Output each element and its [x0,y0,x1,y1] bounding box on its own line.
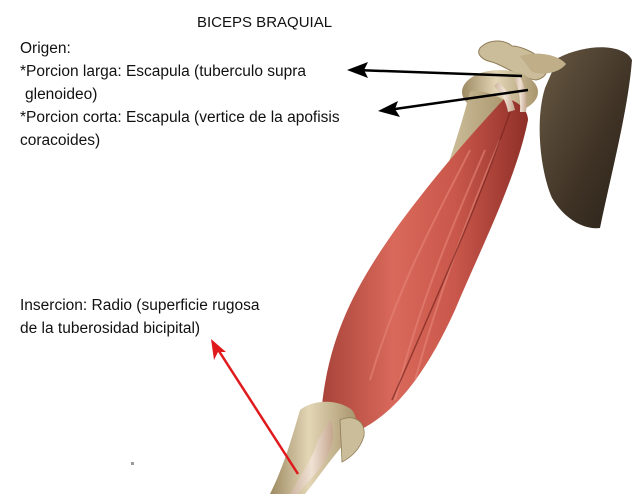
arrow-short-head [378,88,529,117]
long-head-origin-cont: glenoideo) [25,86,98,103]
long-head-origin: *Porcion larga: Escapula (tuberculo supr… [20,63,307,80]
origin-heading: Origen: [20,40,71,57]
short-head-tendon [514,74,527,112]
short-head-origin: *Porcion corta: Escapula (vertice de la … [20,109,340,126]
biceps-muscle [321,98,528,433]
ulna [339,417,365,463]
diagram-title: BICEPS BRAQUIAL [197,14,333,31]
insertion-text-block: Insercion: Radio (superficie rugosa de l… [20,294,260,340]
long-head-tendon [494,82,515,112]
acromion [520,53,566,74]
scapula-shape [539,47,632,229]
artifact-dot [131,462,134,465]
origin-text-block: Origen: *Porcion larga: Escapula (tuberc… [20,37,340,152]
distal-tendon [290,420,334,494]
muscle-split [391,111,511,401]
arrow-insertion [211,339,300,475]
insertion-line-2: de la tuberosidad bicipital) [20,320,201,337]
arrow-long-head [347,62,523,78]
short-head-origin-cont: coracoides) [20,132,101,149]
radius [270,401,357,494]
insertion-line-1: Insercion: Radio (superficie rugosa [20,297,260,314]
